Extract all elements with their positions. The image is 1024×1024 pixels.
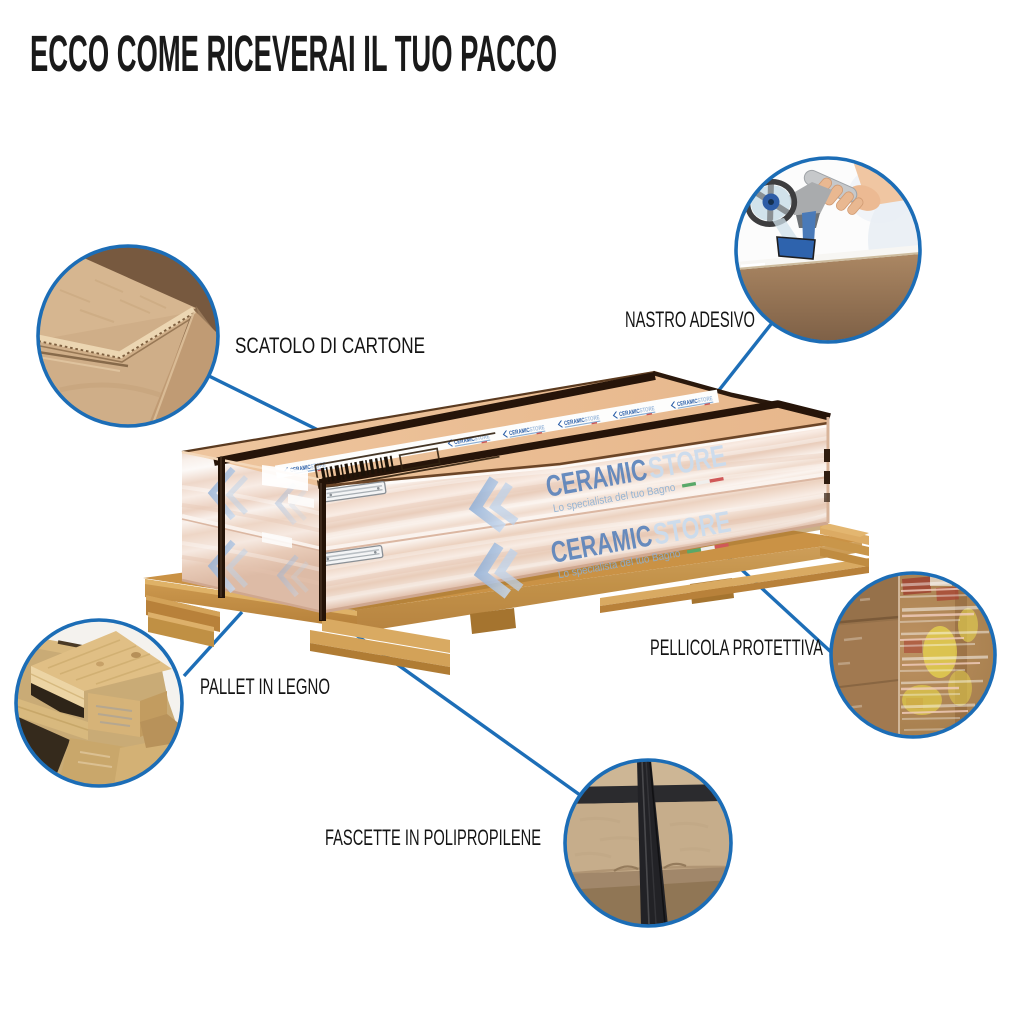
svg-text:ECCO COME RICEVERAI IL TUO PAC: ECCO COME RICEVERAI IL TUO PACCO	[30, 25, 557, 82]
svg-text:PALLET IN LEGNO: PALLET IN LEGNO	[200, 674, 330, 699]
svg-text:PELLICOLA PROTETTIVA: PELLICOLA PROTETTIVA	[650, 635, 823, 660]
svg-text:SCATOLO DI CARTONE: SCATOLO DI CARTONE	[235, 333, 425, 358]
svg-text:NASTRO ADESIVO: NASTRO ADESIVO	[625, 307, 755, 332]
svg-text:FASCETTE IN POLIPROPILENE: FASCETTE IN POLIPROPILENE	[325, 825, 541, 850]
